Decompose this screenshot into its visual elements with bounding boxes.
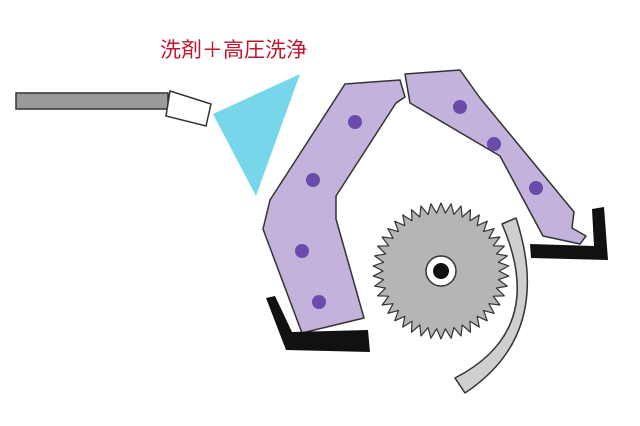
bolt <box>306 173 320 187</box>
right-plate-bolts <box>453 100 543 195</box>
bolt <box>487 137 501 151</box>
left-scraper-bracket <box>266 296 370 352</box>
nozzle-tip <box>165 90 212 127</box>
left-plate-bolts <box>295 115 362 309</box>
sprocket-axle <box>433 263 449 279</box>
left-plate <box>262 79 406 334</box>
sprocket <box>372 202 510 340</box>
spray-cone <box>213 74 300 196</box>
right-scraper-bracket <box>530 207 608 260</box>
bolt <box>348 115 362 129</box>
caption-text: 洗剤＋高圧洗浄 <box>160 38 307 62</box>
bolt <box>453 100 467 114</box>
curved-guide <box>454 217 528 394</box>
bolt <box>529 181 543 195</box>
nozzle-pipe <box>15 92 169 110</box>
right-plate <box>404 69 587 245</box>
bolt <box>312 295 326 309</box>
spray-nozzle <box>15 90 212 127</box>
bolt <box>295 244 309 258</box>
